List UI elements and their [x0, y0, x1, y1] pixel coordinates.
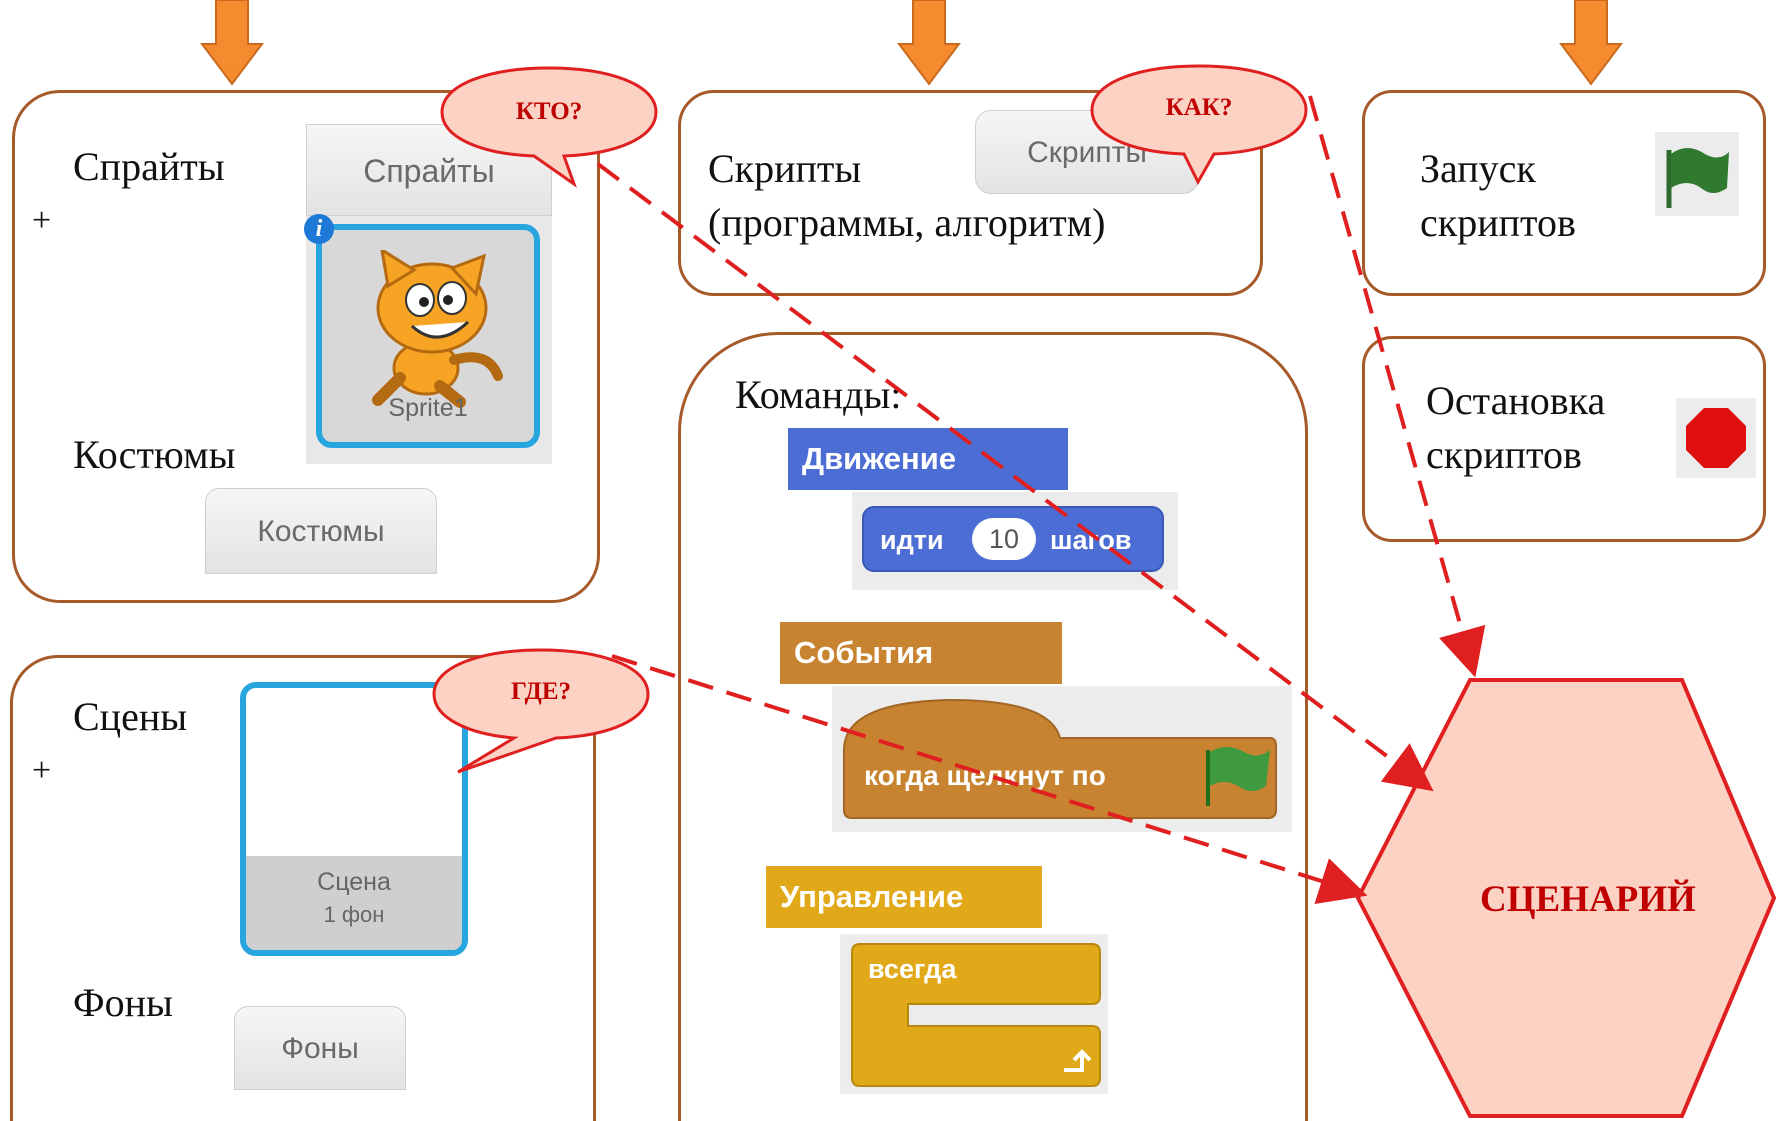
backdrops-label: Фоны: [73, 980, 173, 1025]
sprites-tab[interactable]: Спрайты: [306, 124, 552, 216]
sprites-title: Спрайты: [73, 144, 225, 189]
when-flag-clicked-label: когда щелкнут по: [864, 760, 1106, 791]
stage-backdrop-count: 1 фон: [323, 902, 385, 927]
steps-input[interactable]: 10: [972, 518, 1036, 560]
stage-plus: +: [32, 752, 52, 789]
where-bubble-text: ГДЕ?: [510, 678, 572, 705]
where-speech-bubble: [432, 648, 650, 774]
costumes-label: Костюмы: [73, 432, 236, 477]
info-icon[interactable]: i: [304, 214, 334, 244]
stop-sign-icon[interactable]: [1676, 398, 1756, 478]
sprite-thumbnail[interactable]: Sprite1: [316, 224, 540, 448]
stage-thumbnail[interactable]: Сцена 1 фон: [240, 682, 468, 956]
forever-label: всегда: [868, 954, 957, 984]
down-arrow-icon: [200, 0, 264, 86]
scripts-subtitle: (программы, алгоритм): [708, 200, 1106, 245]
forever-block[interactable]: [848, 942, 1102, 1088]
down-arrow-icon: [1559, 0, 1623, 86]
stop-line1: Остановка: [1426, 378, 1606, 423]
how-bubble-text: КАК?: [1165, 94, 1233, 121]
scratch-cat-icon: [372, 250, 503, 408]
green-flag-icon[interactable]: [1655, 132, 1739, 216]
move-steps-block[interactable]: идти 10 шагов: [862, 506, 1164, 572]
down-arrow-icon: [897, 0, 961, 86]
who-connector: [596, 162, 1434, 792]
stop-line2: скриптов: [1426, 432, 1582, 477]
events-category[interactable]: События: [780, 622, 1062, 684]
where-connector: [611, 654, 1368, 904]
commands-title: Команды:: [735, 372, 902, 417]
run-line2: скриптов: [1420, 200, 1576, 245]
scenario-label: СЦЕНАРИЙ: [1480, 879, 1696, 920]
sprite-name: Sprite1: [388, 394, 468, 422]
backdrops-tab[interactable]: Фоны: [234, 1006, 406, 1090]
how-speech-bubble: [1090, 64, 1308, 186]
who-bubble-text: КТО?: [515, 98, 583, 125]
sprites-plus: +: [32, 202, 52, 239]
stage-name: Сцена: [317, 868, 391, 896]
run-line1: Запуск: [1420, 146, 1536, 191]
stage-title: Сцены: [73, 694, 188, 739]
costumes-tab[interactable]: Костюмы: [205, 488, 437, 574]
control-block-area: всегда: [840, 934, 1108, 1094]
scripts-title: Скрипты: [708, 146, 862, 191]
who-speech-bubble: [440, 66, 658, 188]
events-block-area: когда щелкнут по: [832, 686, 1292, 832]
when-flag-clicked-block[interactable]: [840, 690, 1280, 826]
control-category[interactable]: Управление: [766, 866, 1042, 928]
how-connector: [1308, 95, 1486, 678]
motion-block-area: идти 10 шагов: [852, 492, 1178, 590]
